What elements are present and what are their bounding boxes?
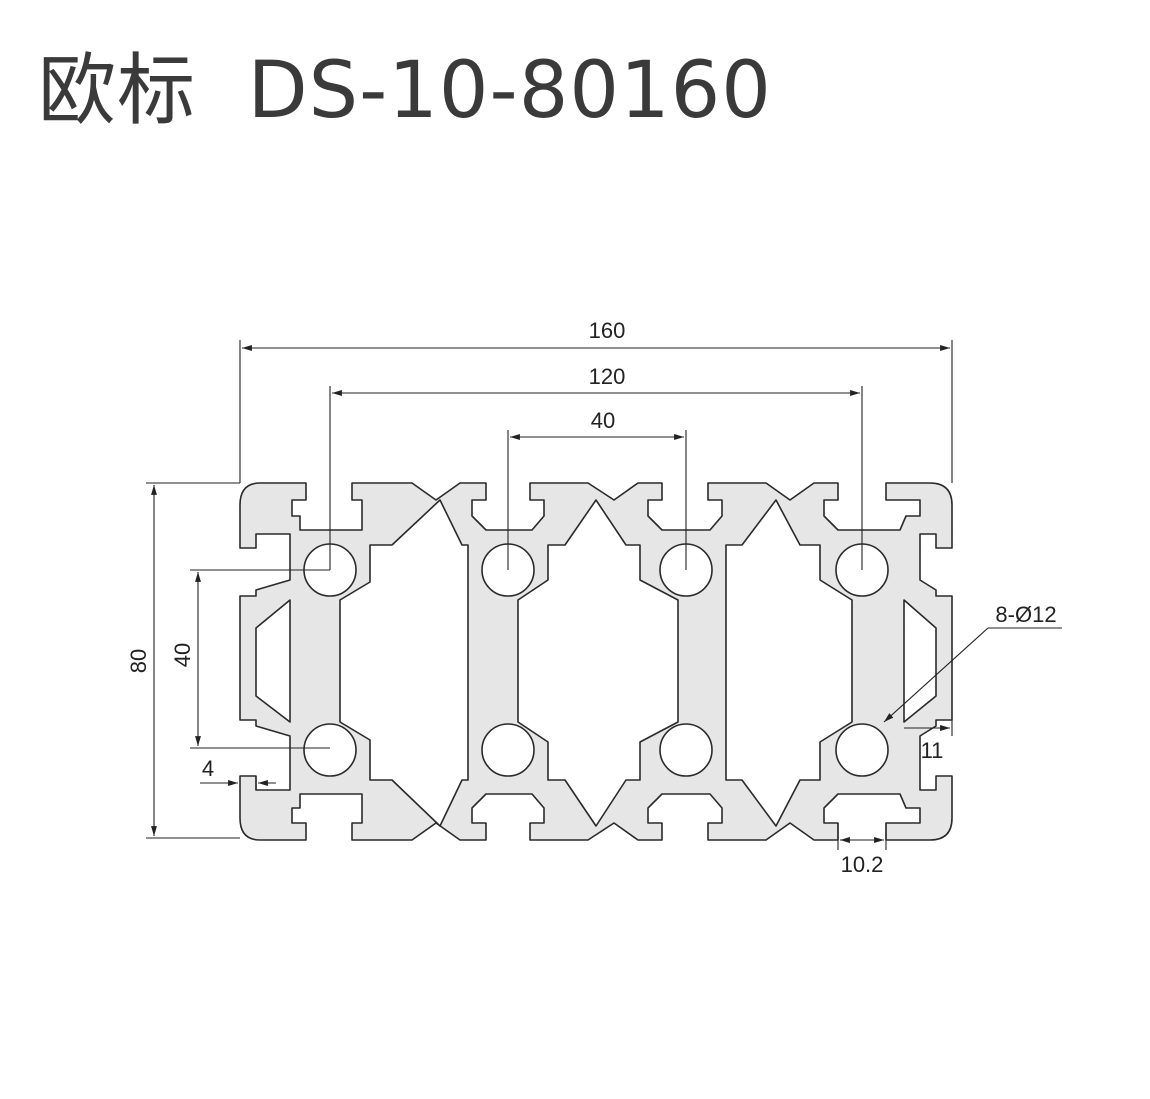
cavity-left — [339, 499, 469, 827]
hole-4 — [481, 723, 535, 777]
dimension-slot-depth: 11 — [904, 720, 953, 763]
page-title: 欧标 DS-10-80160 — [38, 46, 772, 136]
cavity-left-end — [255, 599, 291, 723]
dim-label-40-left: 40 — [170, 643, 195, 667]
dimension-slot-width: 10.2 — [837, 823, 887, 877]
cavity-right — [725, 499, 853, 827]
hole-2 — [303, 723, 357, 777]
dimension-center-pitch: 40 — [507, 408, 687, 570]
dim-label-40-top: 40 — [591, 408, 615, 433]
dim-label-120: 120 — [589, 364, 626, 389]
hole-8 — [835, 723, 889, 777]
dim-label-80: 80 — [126, 649, 151, 673]
dim-label-4: 4 — [202, 756, 214, 781]
cavity-center — [517, 499, 679, 827]
dim-label-holes: 8-Ø12 — [995, 602, 1056, 627]
dim-label-160: 160 — [589, 318, 626, 343]
dimension-holes-callout: 8-Ø12 — [883, 602, 1062, 723]
extrusion-profile — [239, 482, 953, 841]
dimension-overall-width: 160 — [239, 318, 953, 483]
dim-label-10-2: 10.2 — [841, 852, 884, 877]
dimension-vertical-pitch: 40 — [170, 569, 330, 749]
hole-6 — [659, 723, 713, 777]
dimension-hole-span: 120 — [329, 364, 863, 570]
dim-label-11: 11 — [921, 738, 944, 763]
dimension-wall: 4 — [200, 756, 276, 790]
dimension-overall-height: 80 — [126, 482, 240, 839]
cavity-right-end — [903, 599, 937, 723]
